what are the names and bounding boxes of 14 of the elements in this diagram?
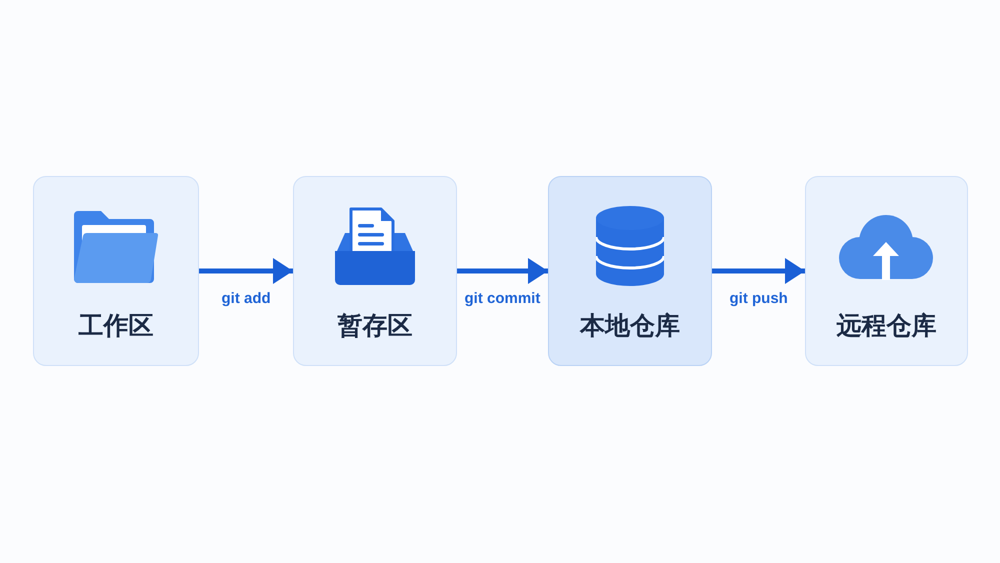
process-card xyxy=(33,176,199,366)
edge-label: git push xyxy=(728,289,789,308)
arrow xyxy=(199,258,293,284)
process-card xyxy=(293,176,457,366)
edge-label: git add xyxy=(220,289,272,308)
edge-label: git commit xyxy=(464,289,542,308)
process-card xyxy=(805,176,968,366)
arrow xyxy=(712,258,805,284)
node-label: 工作区 xyxy=(78,310,154,342)
process-card xyxy=(548,176,712,366)
node-label: 本地仓库 xyxy=(580,310,680,342)
arrow xyxy=(457,258,548,284)
node-label: 暂存区 xyxy=(338,310,412,342)
node-label: 远程仓库 xyxy=(836,310,936,342)
